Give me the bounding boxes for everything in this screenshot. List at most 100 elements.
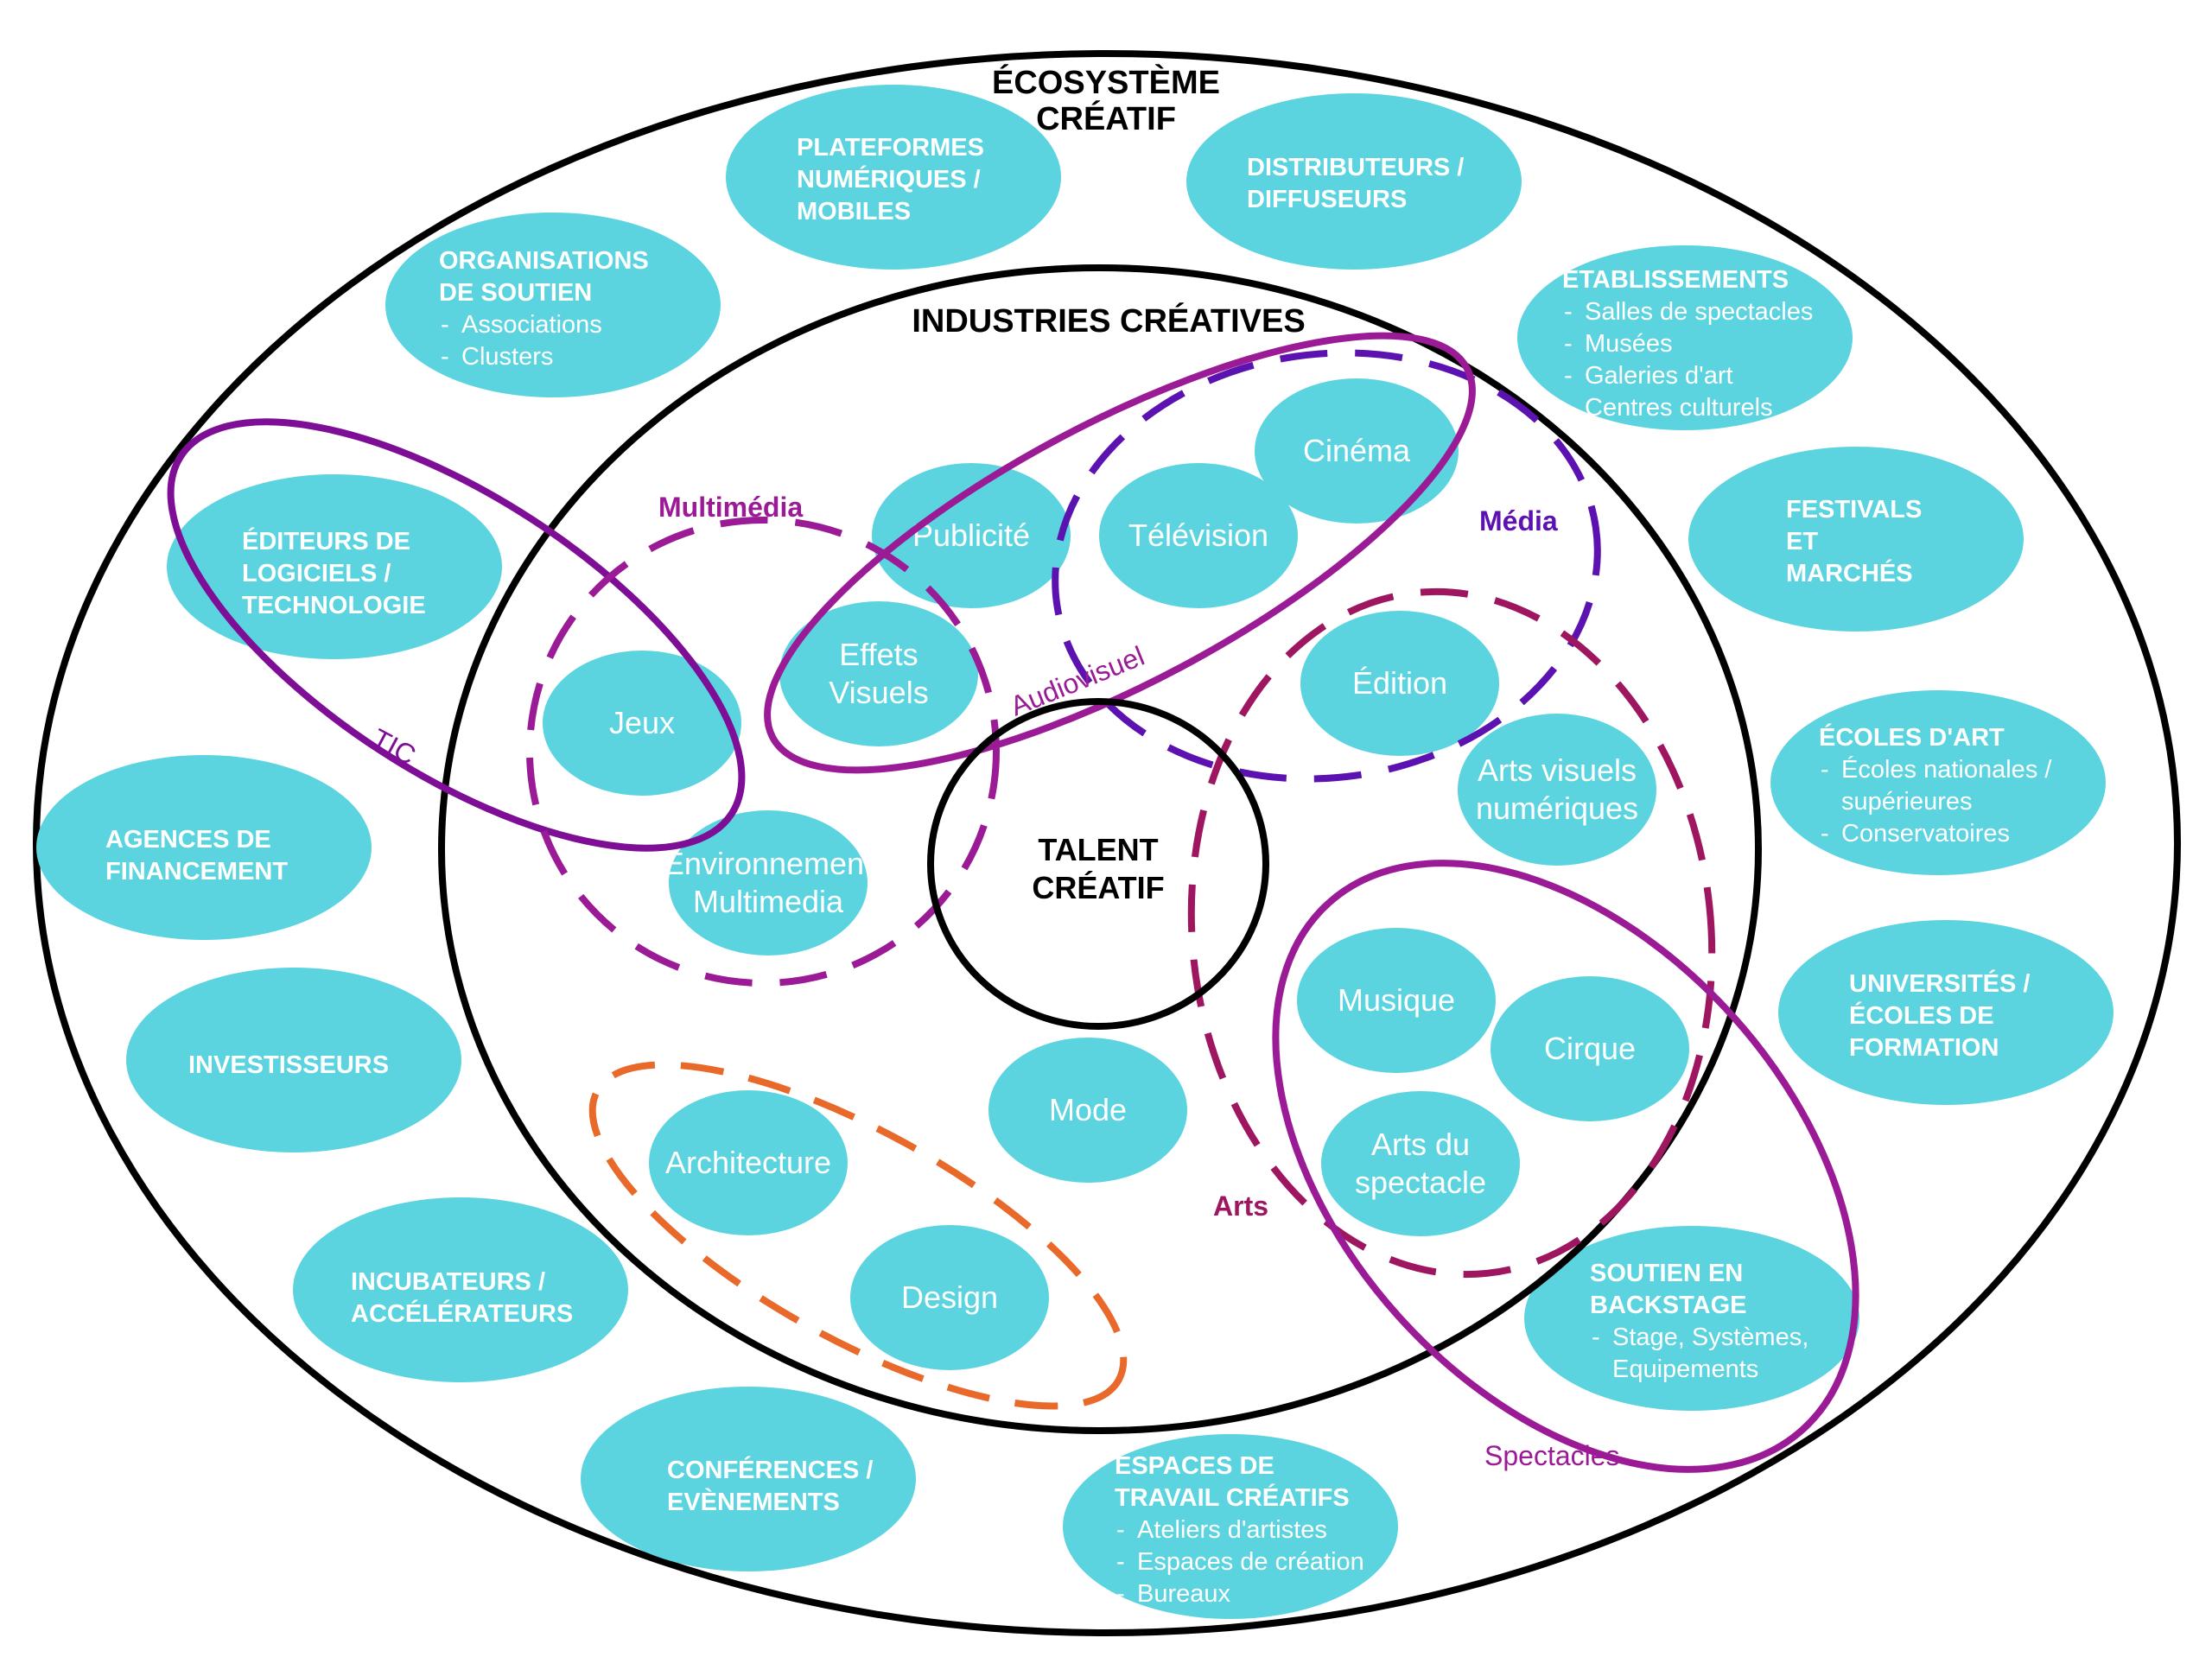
bubble-sub-item: Centres culturels: [1585, 394, 1773, 422]
bubble-sub-item: Musées: [1585, 330, 1673, 358]
group-tic-outline[interactable]: [105, 340, 807, 930]
group-multimedia-outline[interactable]: [526, 517, 1000, 987]
bubble-sub-item: Écoles nationales /: [1841, 755, 2052, 784]
group-arts-outline[interactable]: [1158, 566, 1745, 1300]
bubble-sub-item: Salles de spectacles: [1585, 298, 1813, 326]
bubble-title-line: TECHNOLOGIE: [242, 592, 426, 619]
talent-title-line1: TALENT: [1038, 832, 1158, 867]
talent-circle[interactable]: [927, 698, 1269, 1030]
bubble-bullet: -: [1564, 298, 1573, 326]
group-label-spectacles: Spectacles: [1484, 1440, 1620, 1471]
bubble-title-line: ACCÉLÉRATEURS: [351, 1298, 573, 1328]
bubble-shape: [126, 968, 461, 1152]
ecosystem-title-line2: CRÉATIF: [1036, 99, 1176, 137]
bubble-shape: [988, 1038, 1187, 1183]
industry-label-line: Cirque: [1544, 1031, 1636, 1066]
bubble-shape: [726, 85, 1061, 270]
industry-bubble-mode[interactable]: Mode: [988, 1038, 1187, 1183]
bubble-bullet: -: [441, 311, 449, 339]
industry-bubble-architecture[interactable]: Architecture: [649, 1090, 848, 1235]
bubble-title-line: INVESTISSEURS: [188, 1051, 389, 1079]
bubble-sub-item: Espaces de création: [1137, 1548, 1364, 1576]
bubble-sub-item: Ateliers d'artistes: [1137, 1516, 1327, 1544]
ecosystem-bubble-incubateurs[interactable]: INCUBATEURS /ACCÉLÉRATEURS: [293, 1197, 628, 1382]
ecosystem-bubble-etablissements[interactable]: ÉTABLISSEMENTS-Salles de spectacles-Musé…: [1517, 245, 1853, 430]
bubble-title-line: ÉDITEURS DE: [242, 526, 410, 555]
bubble-title-line: ET: [1786, 528, 1818, 555]
bubble-sub-item: Clusters: [461, 343, 553, 371]
group-media-outline[interactable]: [1027, 319, 1625, 814]
bubble-bullet: -: [1564, 330, 1573, 358]
bubble-sub-item: Galeries d'art: [1585, 362, 1733, 390]
industry-label-line: Arts du: [1371, 1127, 1470, 1162]
bubble-bullet: -: [1592, 1324, 1600, 1351]
group-spectacles-outline[interactable]: [1161, 752, 1969, 1579]
industry-bubble-musique[interactable]: Musique: [1297, 928, 1496, 1073]
industries-title: INDUSTRIES CRÉATIVES: [912, 302, 1305, 340]
ecosystem-bubble-ecoles-art[interactable]: ÉCOLES D'ART-Écoles nationales /supérieu…: [1770, 690, 2106, 875]
industry-label-line: Multimedia: [693, 884, 844, 919]
group-label-multimedia: Multimédia: [658, 492, 803, 523]
bubble-sub-item: Equipements: [1612, 1355, 1758, 1383]
industry-bubble-design[interactable]: Design: [850, 1225, 1049, 1370]
bubble-bullet: -: [1821, 756, 1829, 784]
ecosystem-bubble-soutien-backstage[interactable]: SOUTIEN EN BACKSTAGE -Stage, Systèmes, Equi…: [1524, 1226, 1859, 1411]
bubble-bullet: -: [1564, 394, 1573, 422]
bubble-title-line: EVÈNEMENTS: [667, 1487, 840, 1516]
bubble-title-line: AGENCES DE: [105, 826, 271, 854]
bubble-shape: [385, 213, 721, 397]
bubble-title-line: MARCHÉS: [1786, 558, 1913, 587]
group-design-outline[interactable]: [547, 1000, 1169, 1470]
bubble-title-line: BACKSTAGE: [1590, 1292, 1747, 1319]
bubble-shape: [167, 474, 502, 659]
bubble-shape: [779, 601, 978, 746]
bubble-title-line: UNIVERSITÉS /: [1849, 968, 2031, 998]
bubble-title-line: SOUTIEN EN: [1590, 1260, 1743, 1287]
bubble-bullet: -: [1116, 1580, 1125, 1608]
industry-bubble-edition[interactable]: Édition: [1300, 611, 1499, 756]
industry-bubble-publicite[interactable]: Publicité: [872, 463, 1071, 608]
industry-label-line: Arts visuels: [1478, 752, 1637, 788]
bubble-title-line: PLATEFORMES: [797, 134, 984, 162]
bubble-shape: [543, 651, 741, 796]
ecosystem-bubble-distributeurs[interactable]: DISTRIBUTEURS /DIFFUSEURS: [1186, 93, 1522, 270]
bubble-shape: [1297, 928, 1496, 1073]
group-audiovisuel-outline[interactable]: [712, 254, 1528, 852]
bubble-title-line: FORMATION: [1849, 1034, 1999, 1062]
bubble-sub-item: Conservatoires: [1841, 820, 2010, 848]
ecosystem-bubble-investisseurs[interactable]: INVESTISSEURS: [126, 968, 461, 1152]
ecosystem-bubble-festivals[interactable]: FESTIVALS ET MARCHÉS: [1688, 447, 2024, 632]
ecosystem-bubble-conferences[interactable]: CONFÉRENCES / EVÈNEMENTS: [581, 1387, 916, 1571]
industry-label-line: Mode: [1049, 1092, 1127, 1127]
bubble-title-line: ESPACES DE: [1115, 1452, 1274, 1480]
industry-bubble-television[interactable]: Télévision: [1099, 463, 1298, 608]
industries-ring: [438, 264, 1762, 1434]
bubble-shape: [1517, 245, 1853, 430]
bubble-shape: [1321, 1091, 1520, 1236]
bubble-sub-item: Stage, Systèmes,: [1612, 1324, 1808, 1351]
bubble-title-line: FESTIVALS: [1786, 496, 1922, 524]
bubble-shape: [1063, 1434, 1398, 1619]
industry-label-line: Design: [901, 1279, 998, 1315]
industry-bubble-jeux[interactable]: Jeux: [543, 651, 741, 796]
bubble-title-line: CONFÉRENCES /: [667, 1455, 873, 1484]
bubble-shape: [1255, 378, 1459, 524]
industry-bubble-cinema[interactable]: Cinéma: [1255, 378, 1459, 524]
bubble-shape: [1770, 690, 2106, 875]
bubble-title-line: ÉCOLES D'ART: [1819, 722, 2005, 752]
industry-label-line: Environnement: [664, 846, 873, 881]
industry-label-line: Visuels: [829, 675, 928, 710]
industry-bubble-cirque[interactable]: Cirque: [1491, 976, 1689, 1121]
